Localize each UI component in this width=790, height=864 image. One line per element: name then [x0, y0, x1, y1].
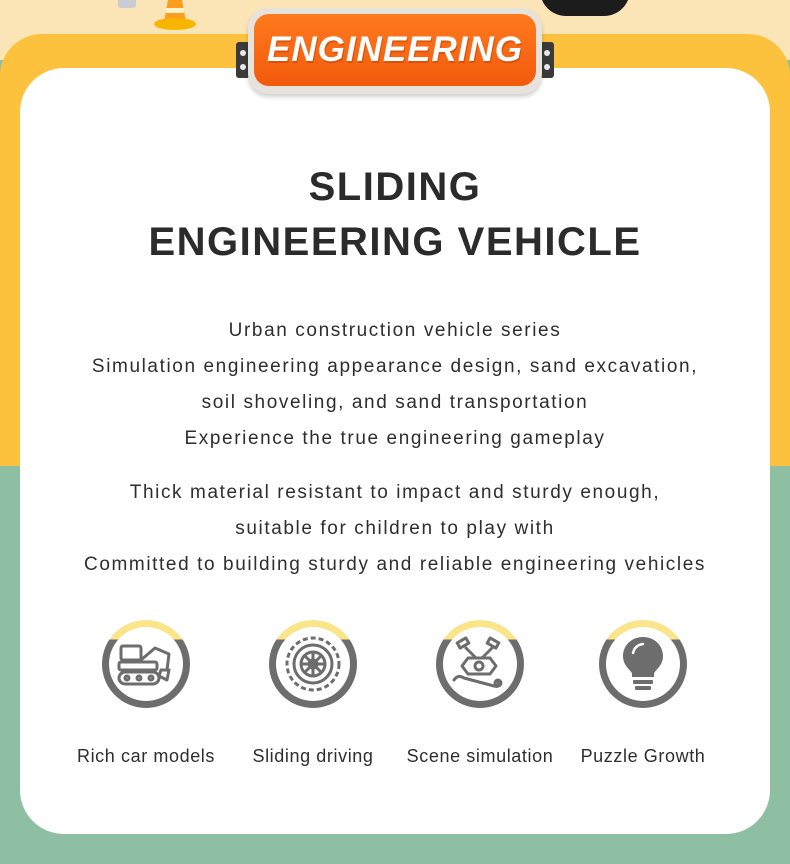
feature-puzzle-growth: Puzzle Growth: [558, 620, 728, 766]
description-block-2: Thick material resistant to impact and s…: [20, 475, 770, 583]
title-line-1: SLIDING: [308, 165, 482, 209]
badge-bolt-right: [540, 42, 554, 78]
description-block-1: Urban construction vehicle series Simula…: [20, 313, 770, 457]
feature-icon-ring: [599, 620, 687, 708]
title-line-2: ENGINEERING VEHICLE: [148, 220, 642, 264]
description-line: soil shoveling, and sand transportation: [201, 392, 589, 413]
tire-decor: [540, 0, 630, 16]
badge-frame: ENGINEERING: [248, 8, 542, 94]
badge-bolt-left: [236, 42, 250, 78]
feature-icon-ring: [436, 620, 524, 708]
category-badge: ENGINEERING: [236, 8, 554, 94]
description-line: Committed to building sturdy and reliabl…: [84, 554, 706, 575]
description-line: Simulation engineering appearance design…: [91, 356, 699, 377]
description-line: Experience the true engineering gameplay: [184, 428, 606, 449]
description-line: suitable for children to play with: [235, 518, 555, 539]
toy-block-decor: [118, 0, 136, 8]
badge-label: ENGINEERING: [266, 30, 524, 69]
page-title: SLIDING ENGINEERING VEHICLE: [20, 160, 770, 270]
feature-rich-car-models: Rich car models: [61, 620, 231, 766]
description-line: Thick material resistant to impact and s…: [129, 482, 661, 503]
feature-label: Rich car models: [76, 746, 216, 766]
description-line: Urban construction vehicle series: [228, 320, 562, 341]
tire-icon: [285, 636, 341, 692]
engine-wrench-icon: [452, 636, 503, 688]
feature-scene-simulation: Scene simulation: [395, 620, 565, 766]
feature-icon-ring: [269, 620, 357, 708]
traffic-cone-icon: [154, 0, 196, 30]
feature-icon-ring: [102, 620, 190, 708]
feature-label: Sliding driving: [252, 746, 374, 766]
feature-sliding-driving: Sliding driving: [228, 620, 398, 766]
lightbulb-icon: [623, 637, 663, 690]
feature-label: Scene simulation: [406, 746, 554, 766]
badge-plate: ENGINEERING: [254, 14, 536, 86]
feature-label: Puzzle Growth: [580, 746, 706, 766]
excavator-icon: [117, 644, 171, 686]
